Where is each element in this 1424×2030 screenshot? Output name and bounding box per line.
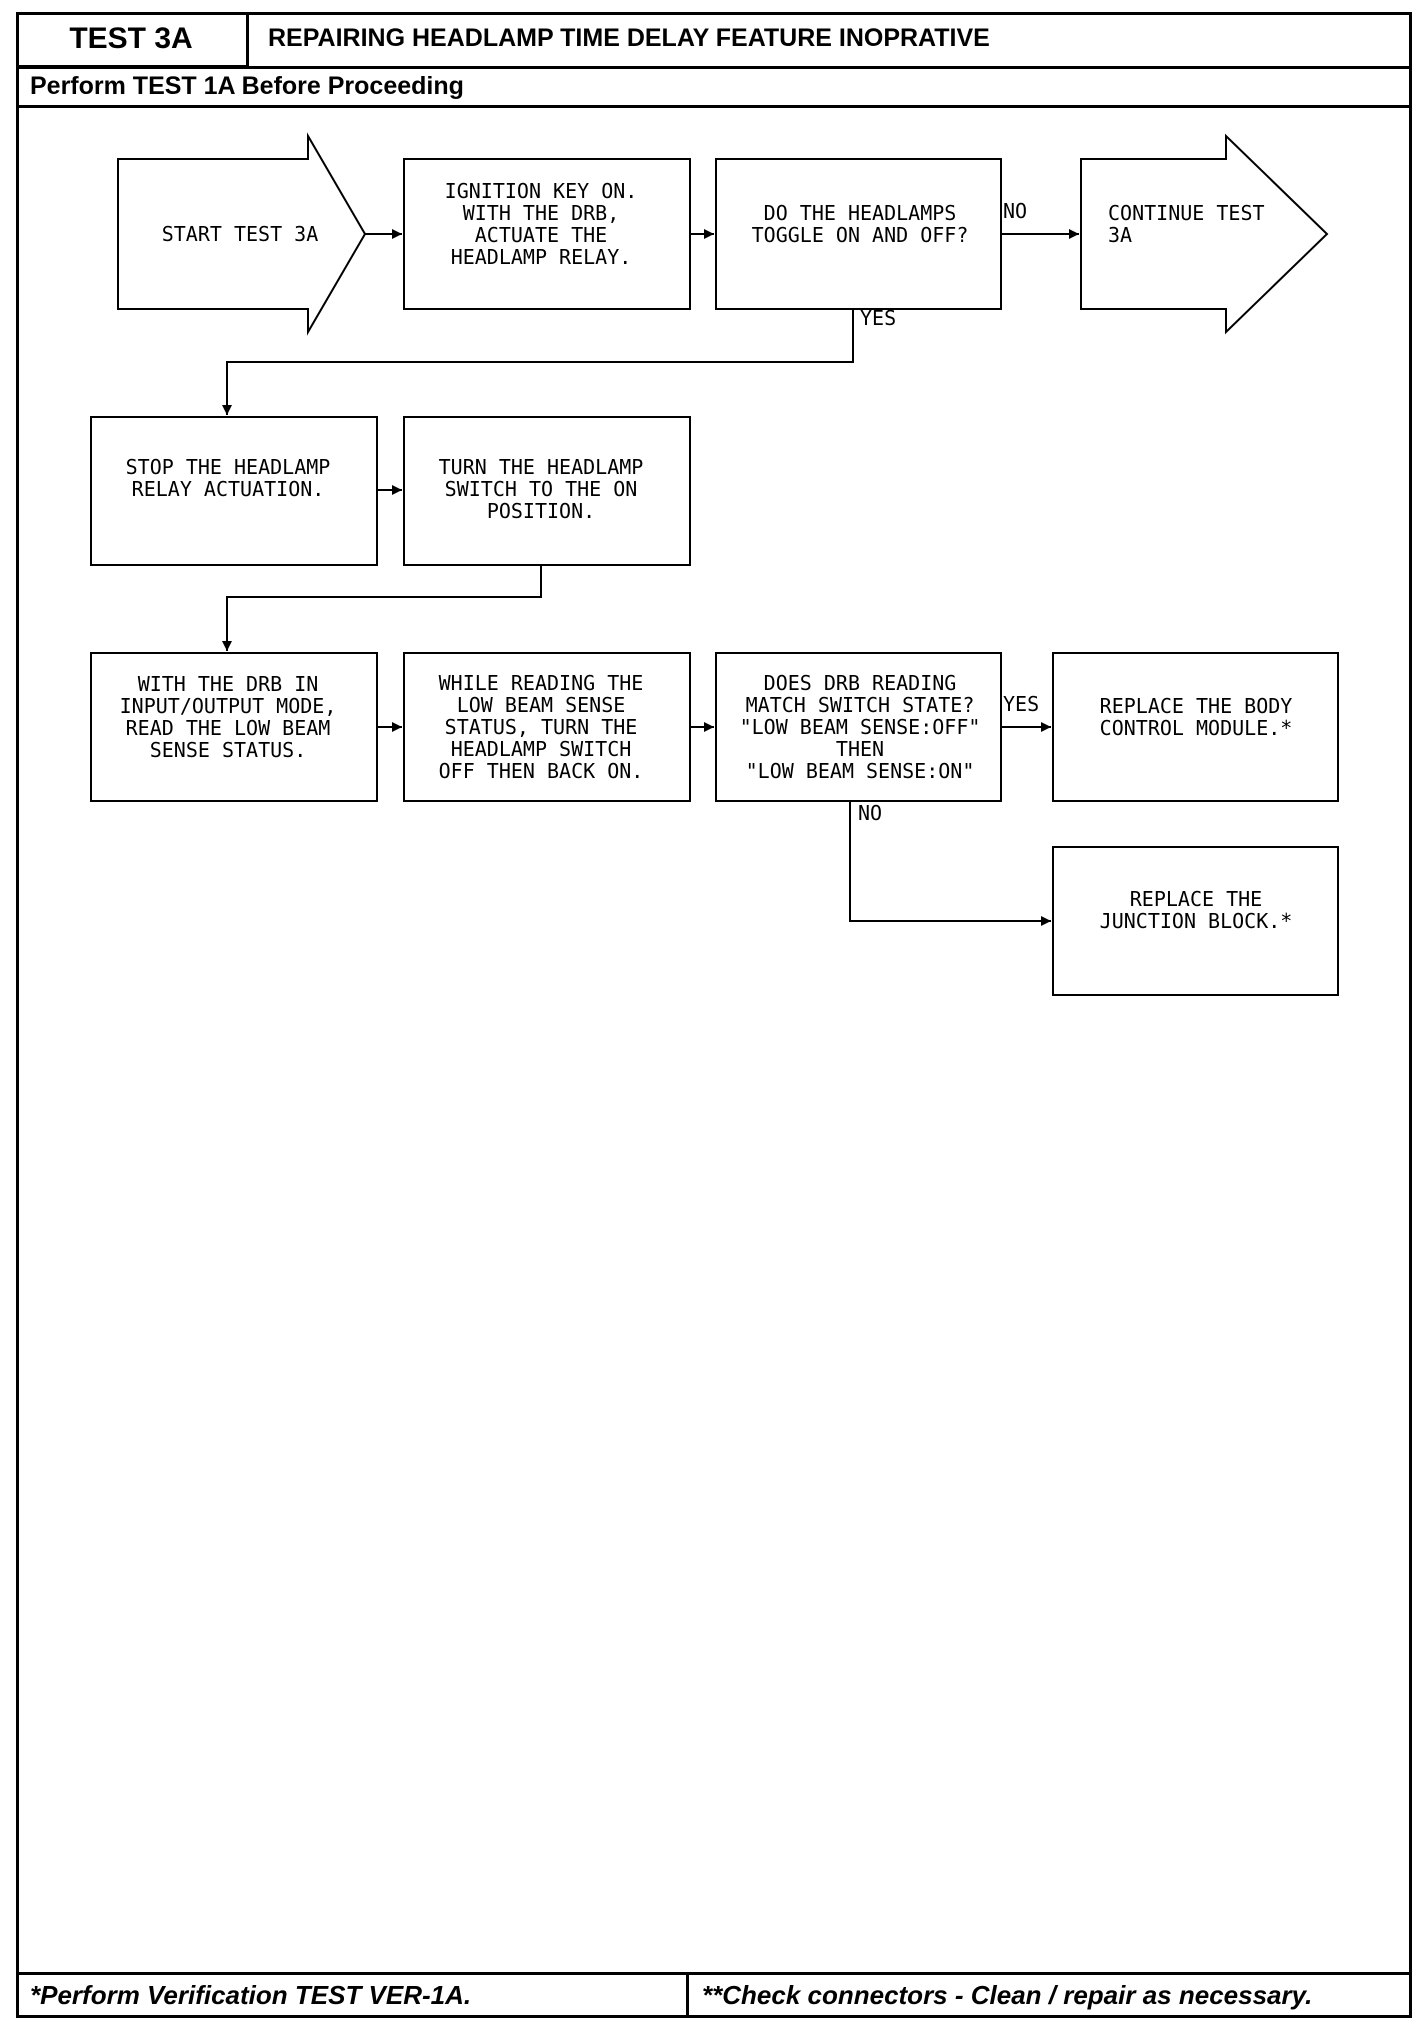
header-divider [16,66,1412,69]
start-arrow-shape [117,132,367,336]
footer-connector-note: **Check connectors - Clean / repair as n… [702,1980,1313,2010]
decision1-no-label: NO [1003,199,1027,223]
step3-box [403,416,691,566]
decision2-yes-label: YES [1003,692,1039,716]
replace-jb-box [1052,846,1339,996]
page-subtitle: Perform TEST 1A Before Proceeding [30,72,464,100]
footer-divider [16,1972,1412,1975]
connector-decision2-no [849,801,1051,926]
decision1-yes-label: YES [860,306,896,330]
step1-text: IGNITION KEY ON.WITH THE DRB,ACTUATE THE… [445,179,638,269]
continue-arrow-shape [1080,133,1329,335]
start-label: START TEST 3A [162,222,319,246]
footer-verification-note: *Perform Verification TEST VER-1A. [30,1980,472,2010]
footer-split [686,1972,689,2018]
connector-step3-step4 [222,565,542,651]
replace-bcm-box [1052,652,1339,802]
decision2-no-label: NO [858,801,882,825]
connector-decision1-yes [222,309,854,415]
page-title: REPAIRING HEADLAMP TIME DELAY FEATURE IN… [268,24,990,52]
page-frame [16,12,1412,2018]
subheader-divider [16,105,1412,108]
